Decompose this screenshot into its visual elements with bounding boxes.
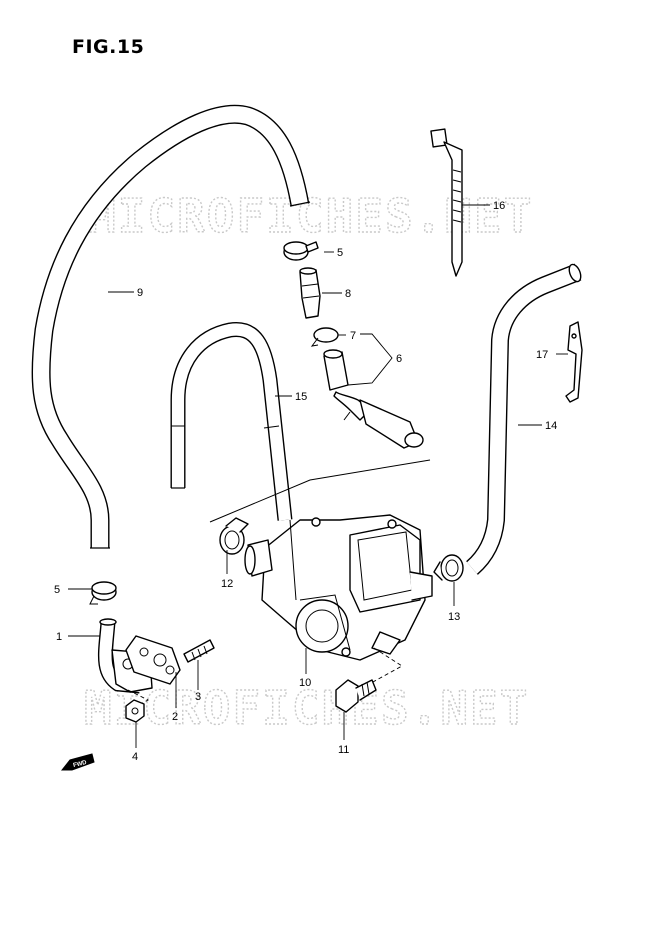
callout-5-lower: 5	[54, 584, 60, 596]
gasket-2[interactable]	[125, 635, 181, 685]
clamp-13[interactable]	[433, 554, 464, 582]
callout-7: 7	[350, 330, 356, 342]
fwd-label: FWD	[73, 760, 88, 769]
callout-13: 13	[448, 611, 460, 623]
callout-3: 3	[195, 691, 201, 703]
clamp-5-upper[interactable]	[283, 241, 319, 261]
callout-17: 17	[536, 349, 548, 361]
callout-2: 2	[172, 711, 178, 723]
dash-guide-10	[361, 647, 403, 689]
callout-5-upper: 5	[337, 247, 343, 259]
callout-10: 10	[299, 677, 311, 689]
figure-title: FIG.15	[72, 36, 145, 58]
clamp-5-lower[interactable]	[89, 581, 117, 605]
hose-15[interactable]	[170, 322, 293, 521]
stud-3[interactable]	[183, 639, 215, 663]
callout-16: 16	[493, 200, 505, 212]
cap-7[interactable]	[310, 327, 339, 347]
hose-14[interactable]	[465, 263, 583, 575]
callout-9: 9	[137, 287, 143, 299]
leader-lines	[68, 204, 568, 748]
watermark-bottom: MICROFICHES.NET	[84, 681, 529, 735]
callout-14: 14	[545, 420, 557, 432]
hose-9[interactable]	[31, 104, 311, 549]
callout-1: 1	[56, 631, 62, 643]
callout-11: 11	[338, 744, 349, 756]
callout-8: 8	[345, 288, 351, 300]
valve-body-10[interactable]	[209, 459, 433, 661]
dash-guide-1	[127, 689, 149, 709]
clamp-12[interactable]	[219, 517, 249, 555]
fwd-arrow-icon: FWD	[60, 753, 95, 771]
callout-4: 4	[132, 751, 138, 763]
callout-15: 15	[295, 391, 307, 403]
bracket-17[interactable]	[565, 321, 583, 403]
callout-12: 12	[221, 578, 233, 590]
callout-6: 6	[396, 353, 402, 365]
watermark-top: MICROFICHES.NET	[88, 189, 533, 243]
nut-4[interactable]	[125, 699, 145, 723]
cable-tie-16[interactable]	[430, 128, 463, 277]
valve-assembly-6[interactable]	[323, 349, 424, 449]
bolt-11[interactable]	[335, 679, 377, 713]
connector-8[interactable]	[299, 267, 321, 319]
